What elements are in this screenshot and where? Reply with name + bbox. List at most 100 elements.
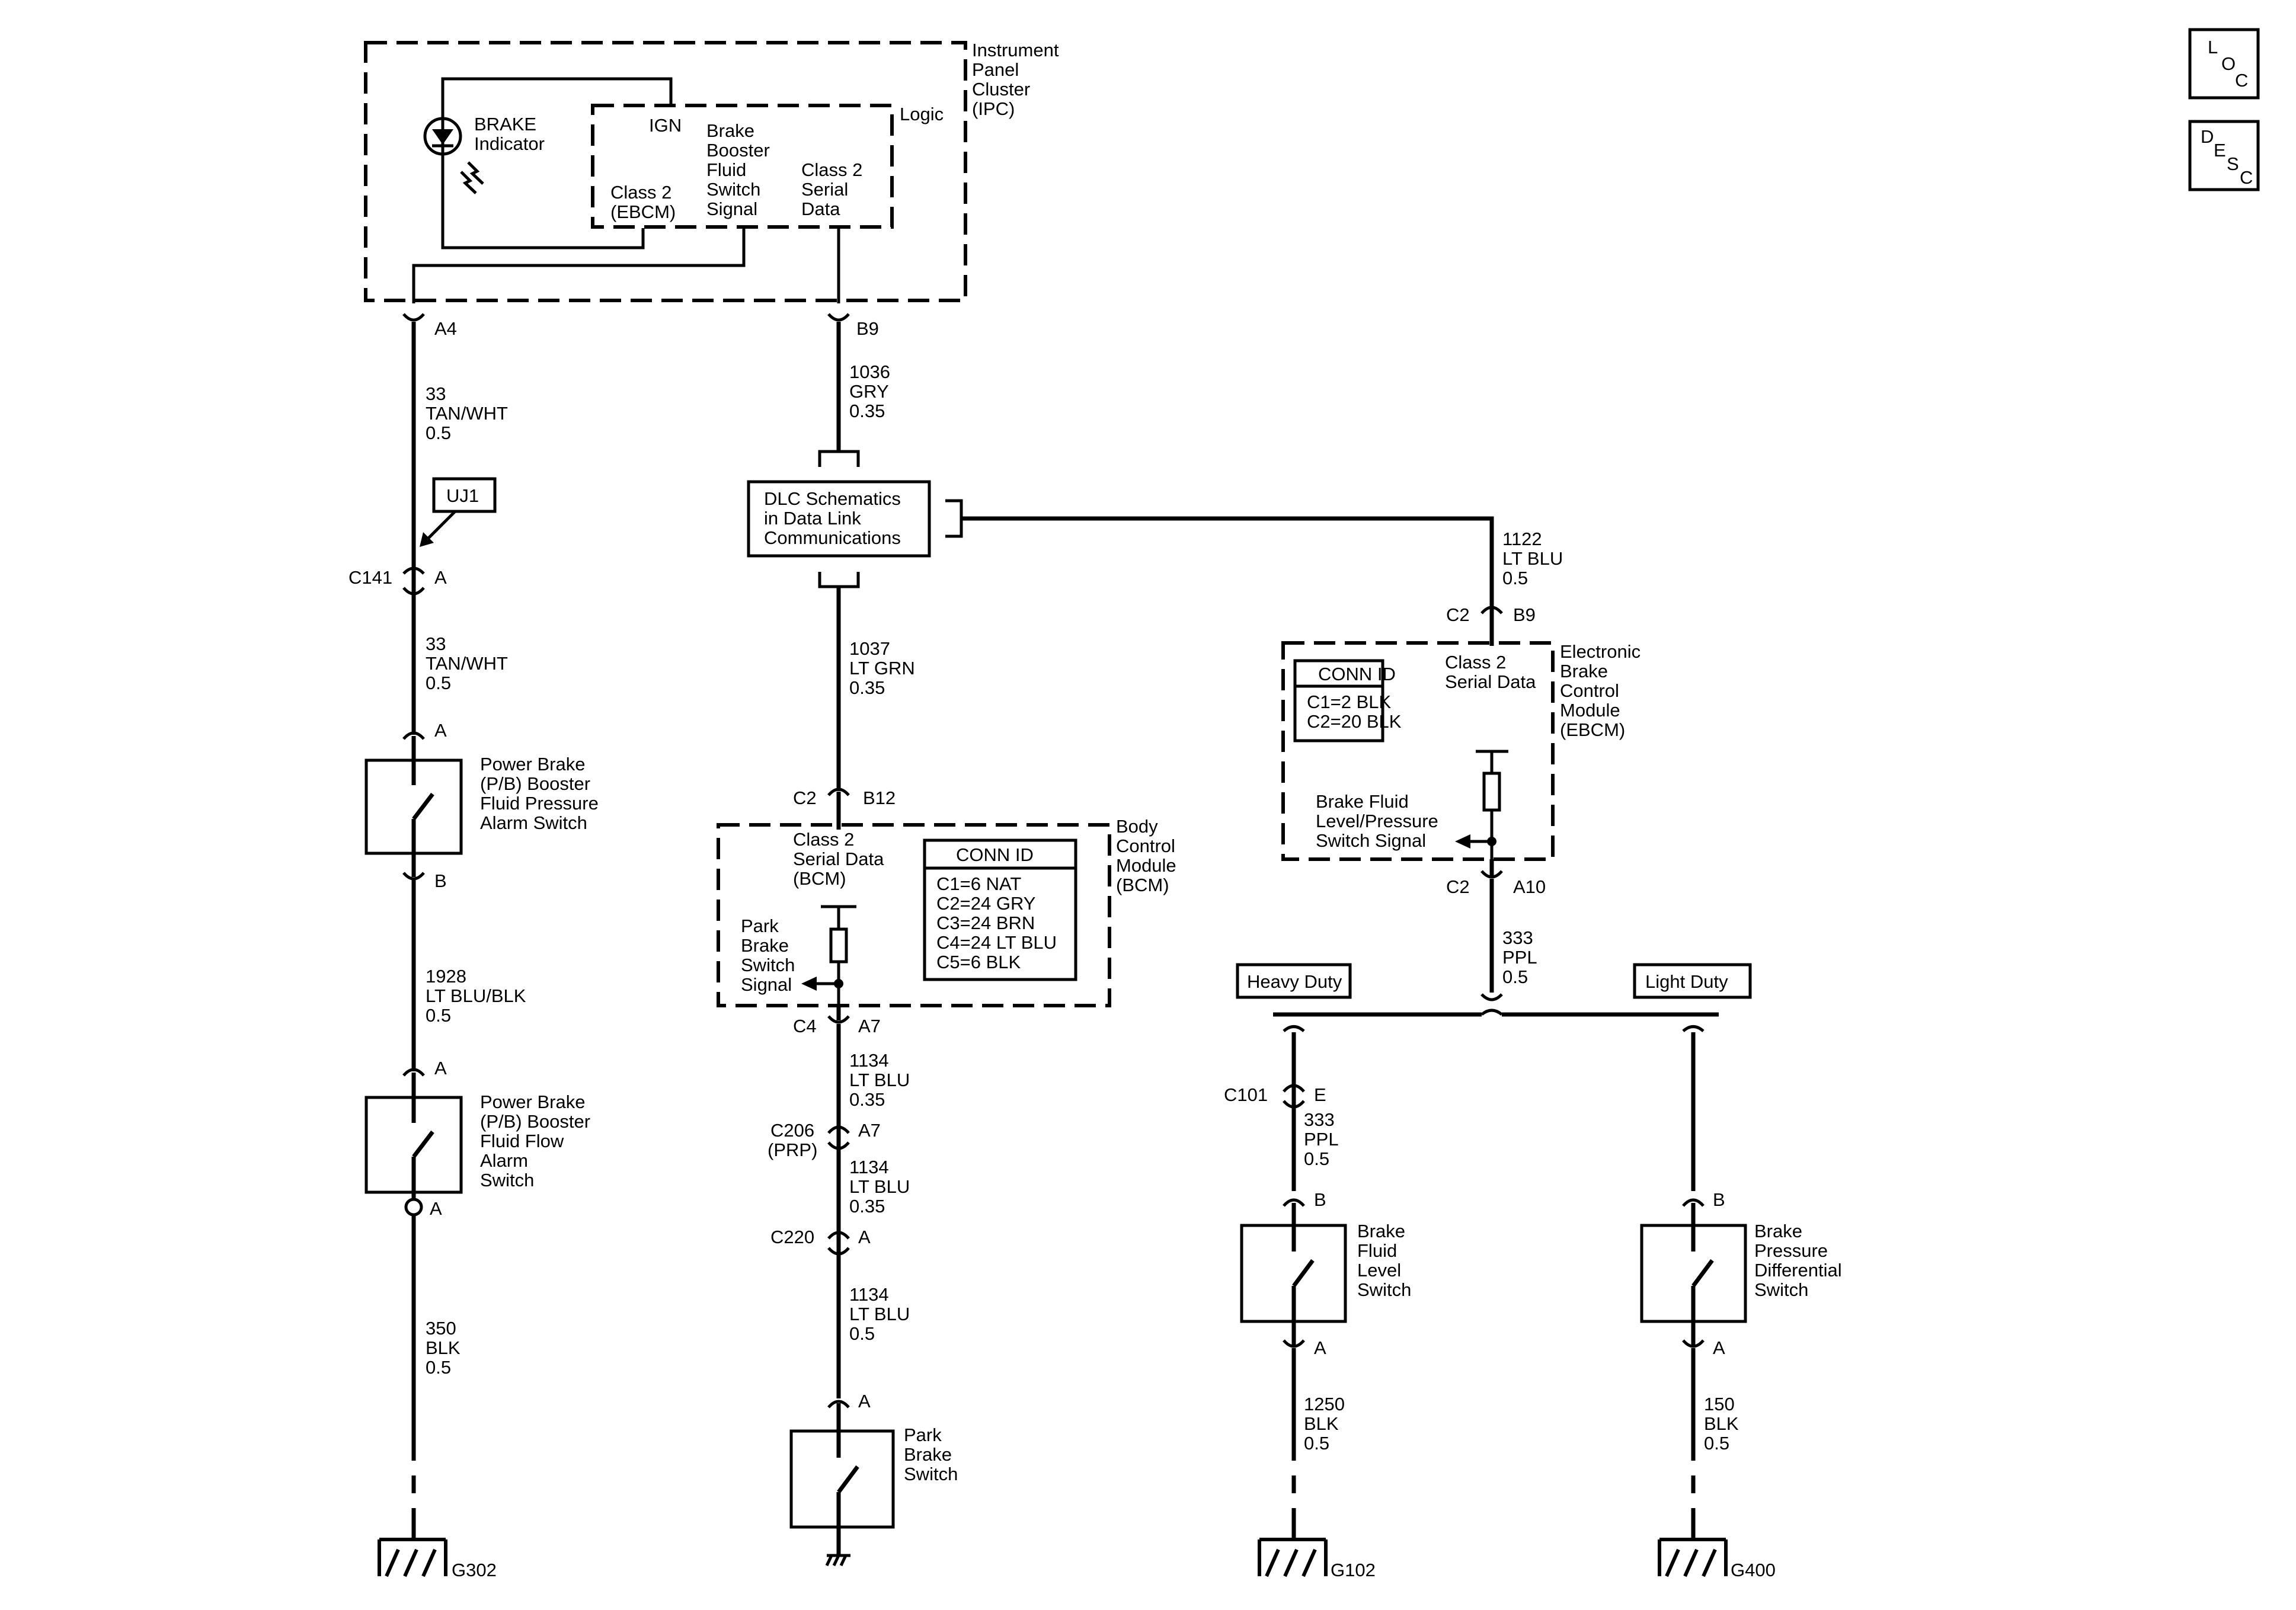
diagram-label: L [2208, 37, 2218, 57]
diagram-label: DLC Schematics [764, 488, 901, 509]
diagram-label: Switch Signal [1316, 830, 1426, 851]
desc-icon[interactable]: D E S C [2188, 120, 2260, 191]
diagram-label: Control [1116, 836, 1175, 856]
diagram-label: 350 [426, 1318, 456, 1339]
diagram-label: TAN/WHT [426, 403, 508, 424]
diagram-label: 1134 [849, 1157, 889, 1177]
diagram-label: 0.35 [849, 1196, 885, 1217]
instrument-panel-cluster: Instrument Panel Cluster (IPC) Logic IGN… [364, 40, 1059, 303]
diagram-label: BLK [1304, 1413, 1339, 1434]
diagram-label: A [430, 1198, 442, 1219]
diagram-label: Switch [904, 1464, 958, 1484]
diagram-label: UJ1 [446, 485, 479, 506]
diagram-label: 1037 [849, 638, 890, 659]
diagram-label: C101 [1224, 1084, 1268, 1105]
diagram-label: Panel [972, 59, 1019, 80]
diagram-label: Electronic [1560, 641, 1641, 662]
uj1-option-tag [432, 477, 497, 513]
diagram-label: Module [1560, 700, 1620, 721]
diagram-label: C2 [1446, 604, 1470, 625]
ebcm-conn-id-table [1293, 659, 1384, 742]
diagram-label: Brake [1560, 661, 1608, 681]
diagram-label: B [434, 870, 447, 891]
diagram-label: Fluid Pressure [480, 793, 599, 814]
diagram-label: 0.5 [426, 422, 451, 443]
diagram-label: (BCM) [1116, 875, 1169, 895]
diagram-label: 1134 [849, 1284, 889, 1305]
diagram-label: in Data Link [764, 508, 861, 529]
diagram-label: 150 [1704, 1394, 1735, 1414]
diagram-label: Fluid [706, 159, 746, 180]
diagram-label: Body [1116, 816, 1158, 837]
diagram-label: C1=6 NAT [936, 873, 1021, 894]
diagram-label: Brake Fluid [1316, 791, 1409, 812]
diagram-label: (P/B) Booster [480, 1111, 590, 1132]
diagram-label: A [434, 720, 447, 741]
diagram-label: 0.35 [849, 677, 885, 698]
diagram-label: 0.35 [849, 1089, 885, 1110]
diagram-label: Switch [706, 179, 760, 200]
diagram-label: 1928 [426, 966, 466, 987]
diagram-label: Class 2 [793, 829, 854, 850]
diagram-label: Power Brake [480, 754, 585, 774]
loc-icon[interactable]: L O C [2188, 28, 2260, 100]
left-branch: A4 33 TAN/WHT 0.5 UJ1 C141 A 33 TAN/WHT … [348, 313, 599, 1580]
diagram-label: IGN [649, 115, 682, 136]
diagram-label: Brake [1754, 1221, 1802, 1241]
diagram-label: Alarm [480, 1150, 528, 1171]
diagram-label: LT BLU [849, 1070, 910, 1090]
heavy-duty-option-tag [1236, 963, 1352, 999]
diagram-label: Brake [741, 935, 789, 956]
diagram-label: 1122 [1502, 529, 1542, 549]
diagram-label: PPL [1304, 1129, 1339, 1150]
diagram-label: A [1314, 1337, 1326, 1358]
diagram-label: O [2221, 53, 2236, 74]
diagram-label: 0.5 [1304, 1433, 1329, 1454]
diagram-label: C220 [770, 1227, 814, 1247]
diagram-label: 0.5 [1502, 966, 1528, 987]
diagram-label: C [2240, 167, 2253, 188]
diagram-label: Heavy Duty [1247, 971, 1342, 992]
diagram-label: Signal [741, 974, 792, 995]
diagram-label: 0.5 [426, 673, 451, 693]
diagram-label: Signal [706, 199, 757, 219]
light-duty-option-tag [1633, 963, 1752, 999]
diagram-label: 0.5 [1704, 1433, 1729, 1454]
diagram-label: Control [1560, 680, 1619, 701]
diagram-label: C2 [1446, 876, 1470, 897]
diagram-label: Cluster [972, 79, 1030, 100]
diagram-label: Brake [904, 1444, 952, 1465]
diagram-label: B12 [863, 788, 896, 808]
diagram-label: Logic [900, 104, 944, 124]
case-ground-icon [825, 1554, 850, 1567]
diagram-label: LT GRN [849, 658, 915, 678]
diagram-label: C2=24 GRY [936, 893, 1035, 914]
diagram-label: 333 [1304, 1109, 1335, 1130]
diagram-label: Instrument [972, 40, 1059, 60]
diagram-label: (EBCM) [610, 201, 676, 222]
diagram-label: Serial Data [1445, 671, 1536, 692]
diagram-label: Fluid Flow [480, 1131, 564, 1151]
diagram-label: A10 [1513, 876, 1546, 897]
diagram-label: A [858, 1227, 871, 1247]
diagram-label: LT BLU [849, 1176, 910, 1197]
ground-g302-icon [378, 1538, 447, 1577]
diagram-label: LT BLU [849, 1304, 910, 1324]
diagram-label: Differential [1754, 1260, 1842, 1281]
diagram-label: Switch [1357, 1279, 1411, 1300]
diagram-label: B9 [856, 318, 879, 339]
diagram-label: LT BLU [1502, 548, 1563, 569]
diagram-label: 1134 [849, 1050, 889, 1071]
diagram-label: A [434, 1058, 447, 1078]
diagram-label: A [858, 1391, 871, 1411]
diagram-label: Indicator [474, 133, 545, 154]
diagram-label: C4 [793, 1016, 817, 1036]
diagram-label: Class 2 [801, 159, 862, 180]
bcm-conn-id-table [923, 838, 1077, 981]
diagram-label: 0.35 [849, 401, 885, 421]
diagram-label: (EBCM) [1560, 719, 1625, 740]
diagram-label: Brake [1357, 1221, 1405, 1241]
diagram-label: PPL [1502, 947, 1537, 968]
diagram-label: 333 [1502, 927, 1533, 948]
diagram-label: Booster [706, 140, 770, 161]
